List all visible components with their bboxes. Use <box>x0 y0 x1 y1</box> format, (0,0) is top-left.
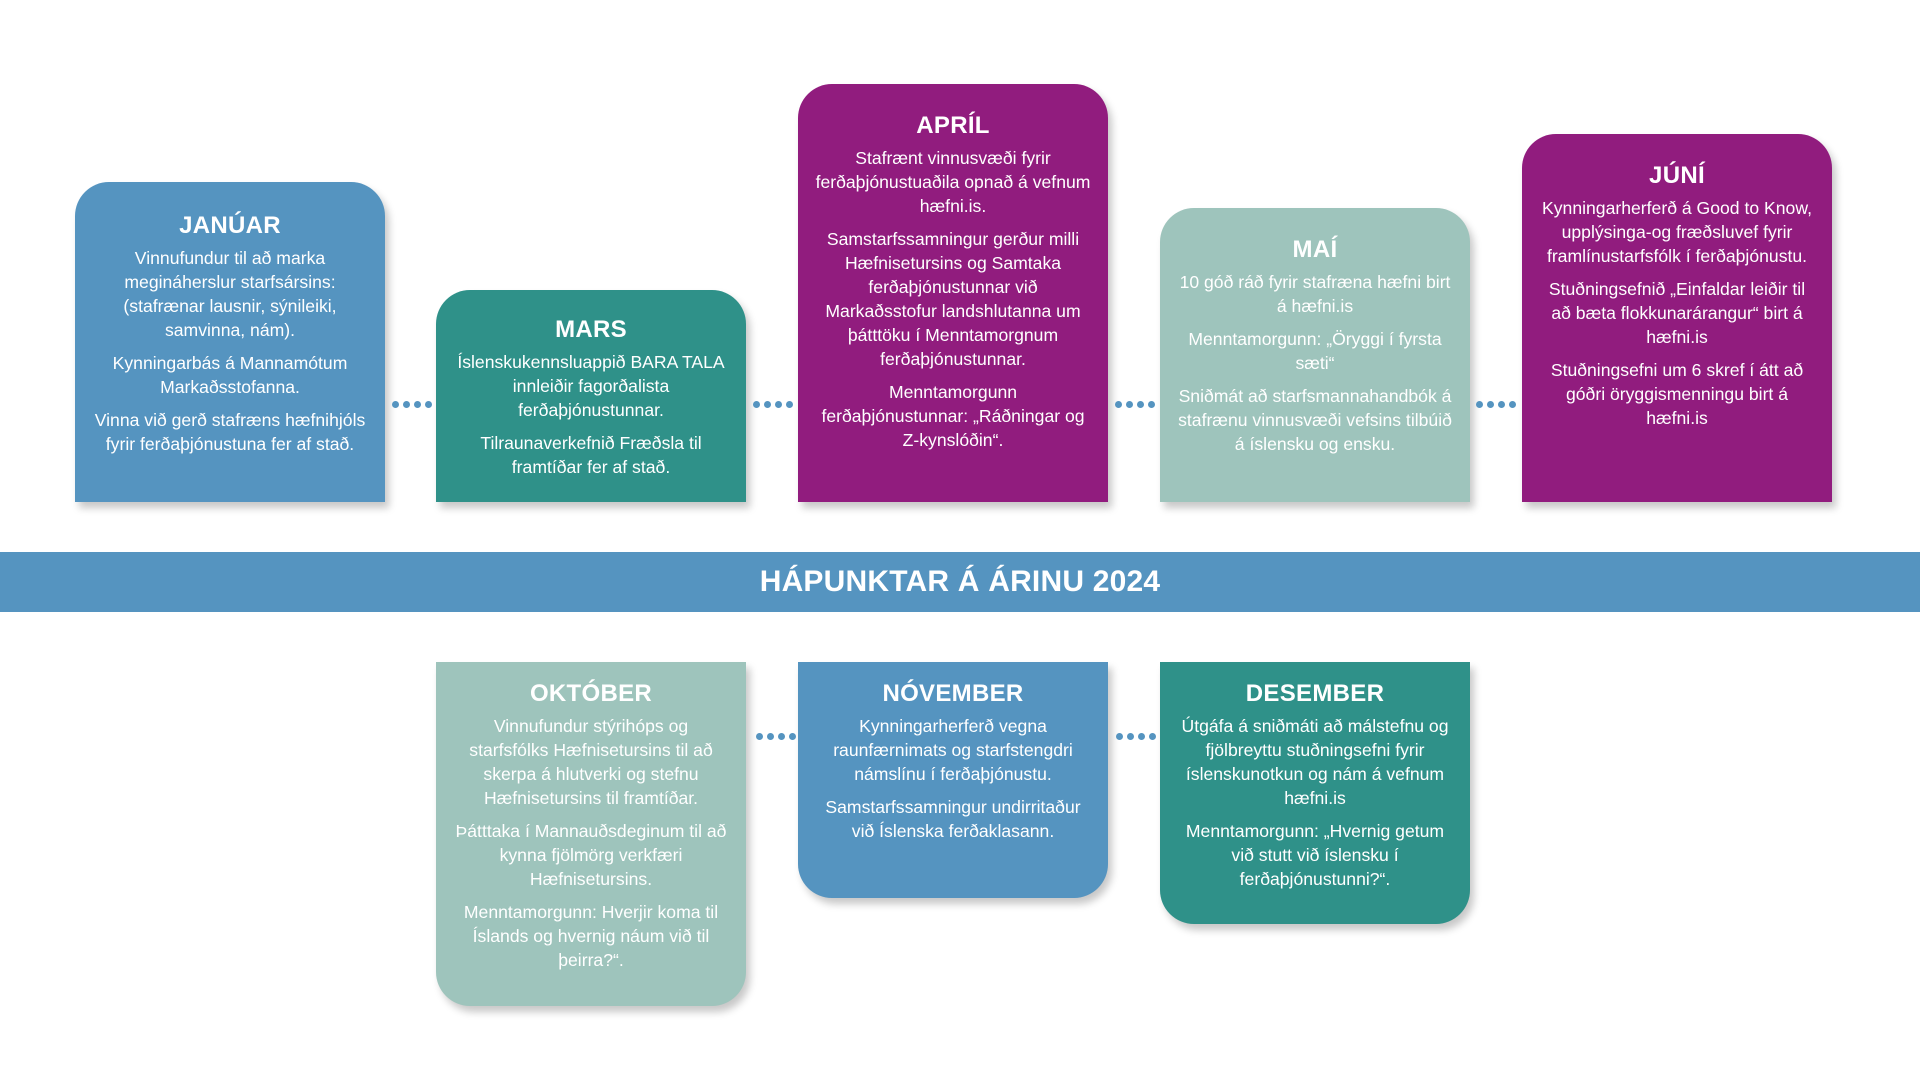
card-januar: JANÚAR Vinnufundur til að marka megináhe… <box>75 182 385 502</box>
month-title-mai: MAÍ <box>1292 236 1338 263</box>
event-text: Íslenskukennsluappið BARA TALA innleiðir… <box>457 352 725 420</box>
connector-dots <box>1116 732 1156 740</box>
connector-dots <box>1476 400 1516 408</box>
event-text: Menntamorgunn: „Hvernig getum við stutt … <box>1185 821 1445 889</box>
card-mai: MAÍ 10 góð ráð fyrir stafræna hæfni birt… <box>1160 208 1470 502</box>
month-title-april: APRÍL <box>916 112 990 139</box>
event-text: Samstarfssamningur undirritaður við Ísle… <box>825 797 1081 841</box>
connector-dots <box>756 732 796 740</box>
month-title-oktober: OKTÓBER <box>529 680 653 707</box>
event-text: Sniðmát að starfsmannahandbók á stafrænu… <box>1178 386 1452 454</box>
event-text: Vinnufundur stýrihóps og starfsfólks Hæf… <box>469 716 713 808</box>
event-text: Kynningarbás á Mannamótum Markaðsstofann… <box>112 353 348 397</box>
month-title-mars: MARS <box>555 316 627 343</box>
page-title: HÁPUNKTAR Á ÁRINU 2024 <box>759 565 1161 598</box>
event-text: Menntamorgunn ferðaþjónustunnar: „Ráðnin… <box>821 382 1085 450</box>
connector-dots <box>1115 400 1155 408</box>
card-november: NÓVEMBER Kynningarherferð vegna raunfærn… <box>798 662 1108 898</box>
month-title-juni: JÚNÍ <box>1649 162 1705 189</box>
event-text: Vinnufundur til að marka megináherslur s… <box>123 248 337 340</box>
card-mars: MARS Íslenskukennsluappið BARA TALA innl… <box>436 290 746 502</box>
card-oktober: OKTÓBER Vinnufundur stýrihóps og starfsf… <box>436 662 746 1006</box>
event-text: 10 góð ráð fyrir stafræna hæfni birt á h… <box>1179 272 1451 316</box>
event-text: Samstarfssamningur gerður milli Hæfniset… <box>825 229 1081 369</box>
card-juni: JÚNÍ Kynningarherferð á Good to Know, up… <box>1522 134 1832 502</box>
page-title-banner: HÁPUNKTAR Á ÁRINU 2024 <box>0 552 1920 612</box>
month-title-desember: DESEMBER <box>1245 680 1385 707</box>
event-text: Menntamorgunn: Hverjir koma til Íslands … <box>463 902 719 970</box>
month-title-november: NÓVEMBER <box>882 680 1024 707</box>
event-text: Stafrænt vinnusvæði fyrir ferðaþjónustua… <box>815 148 1091 216</box>
connector-dots <box>753 400 793 408</box>
card-desember: DESEMBER Útgáfa á sniðmáti að málstefnu … <box>1160 662 1470 924</box>
card-april: APRÍL Stafrænt vinnusvæði fyrir ferðaþjó… <box>798 84 1108 502</box>
event-text: Stuðningsefnið „Einfaldar leiðir til að … <box>1548 279 1806 347</box>
event-text: Menntamorgunn: „Öryggi í fyrsta sæti“ <box>1188 329 1442 373</box>
event-text: Vinna við gerð stafræns hæfnihjóls fyrir… <box>94 410 366 454</box>
event-text: Útgáfa á sniðmáti að málstefnu og fjölbr… <box>1181 716 1449 808</box>
event-text: Þátttaka í Mannauðsdeginum til að kynna … <box>455 821 727 889</box>
event-text: Kynningarherferð vegna raunfærnimats og … <box>833 716 1073 784</box>
event-text: Tilraunaverkefnið Fræðsla til framtíðar … <box>480 433 702 477</box>
event-text: Stuðningsefni um 6 skref í átt að góðri … <box>1550 360 1804 428</box>
connector-dots <box>392 400 432 408</box>
event-text: Kynningarherferð á Good to Know, upplýsi… <box>1542 198 1812 266</box>
month-title-januar: JANÚAR <box>179 212 281 239</box>
